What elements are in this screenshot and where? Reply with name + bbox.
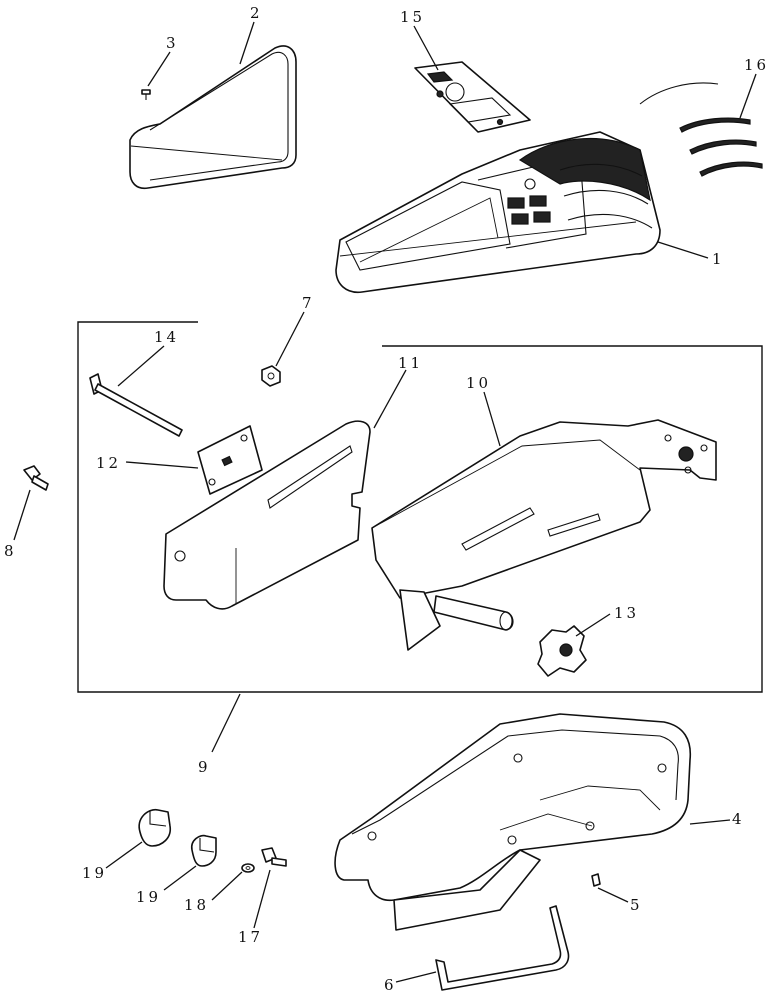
callout-12: 12 bbox=[96, 454, 121, 472]
callout-8: 8 bbox=[4, 542, 17, 560]
part-15-decal bbox=[414, 61, 531, 133]
part-16-trim-strips bbox=[639, 82, 763, 177]
part-1-console-housing bbox=[335, 131, 661, 294]
assembly-9-frame bbox=[77, 321, 763, 693]
part-18-washer bbox=[241, 863, 255, 873]
part-4-lower-housing bbox=[334, 713, 692, 931]
callout-labels: 1 2 3 4 5 6 7 8 9 10 11 12 13 14 15 16 1… bbox=[4, 4, 769, 994]
part-19-clip-b bbox=[190, 834, 217, 867]
callout-4: 4 bbox=[732, 810, 745, 828]
part-3-screw bbox=[141, 89, 151, 100]
callout-1: 1 bbox=[712, 250, 725, 268]
callout-16: 16 bbox=[744, 56, 769, 74]
part-11-bracket bbox=[163, 420, 371, 610]
callout-3: 3 bbox=[166, 34, 179, 52]
part-2-side-cover bbox=[129, 45, 297, 190]
callout-6: 6 bbox=[384, 976, 397, 994]
part-14-bolt bbox=[89, 373, 183, 437]
part-5-screw bbox=[591, 873, 601, 887]
part-8-screw bbox=[23, 465, 49, 491]
callout-19-b: 19 bbox=[136, 888, 161, 906]
part-13-knob bbox=[537, 625, 587, 677]
callout-18: 18 bbox=[184, 896, 209, 914]
callout-14: 14 bbox=[154, 328, 179, 346]
part-10-mounting-bracket bbox=[371, 419, 717, 651]
callout-9: 9 bbox=[198, 758, 211, 776]
callout-7: 7 bbox=[302, 294, 315, 312]
callout-13: 13 bbox=[614, 604, 639, 622]
callout-11: 11 bbox=[398, 354, 423, 372]
callout-19-a: 19 bbox=[82, 864, 107, 882]
callout-5: 5 bbox=[630, 896, 643, 914]
callout-2: 2 bbox=[250, 4, 263, 22]
callout-15: 15 bbox=[400, 8, 425, 26]
part-12-plate bbox=[197, 425, 263, 495]
part-17-bolt bbox=[261, 847, 287, 867]
part-19-clip-a bbox=[138, 808, 172, 847]
leader-lines bbox=[13, 21, 757, 983]
callout-17: 17 bbox=[238, 928, 263, 946]
part-7-nut bbox=[261, 365, 281, 387]
part-6-seal-strip bbox=[435, 905, 570, 991]
callout-10: 10 bbox=[466, 374, 491, 392]
